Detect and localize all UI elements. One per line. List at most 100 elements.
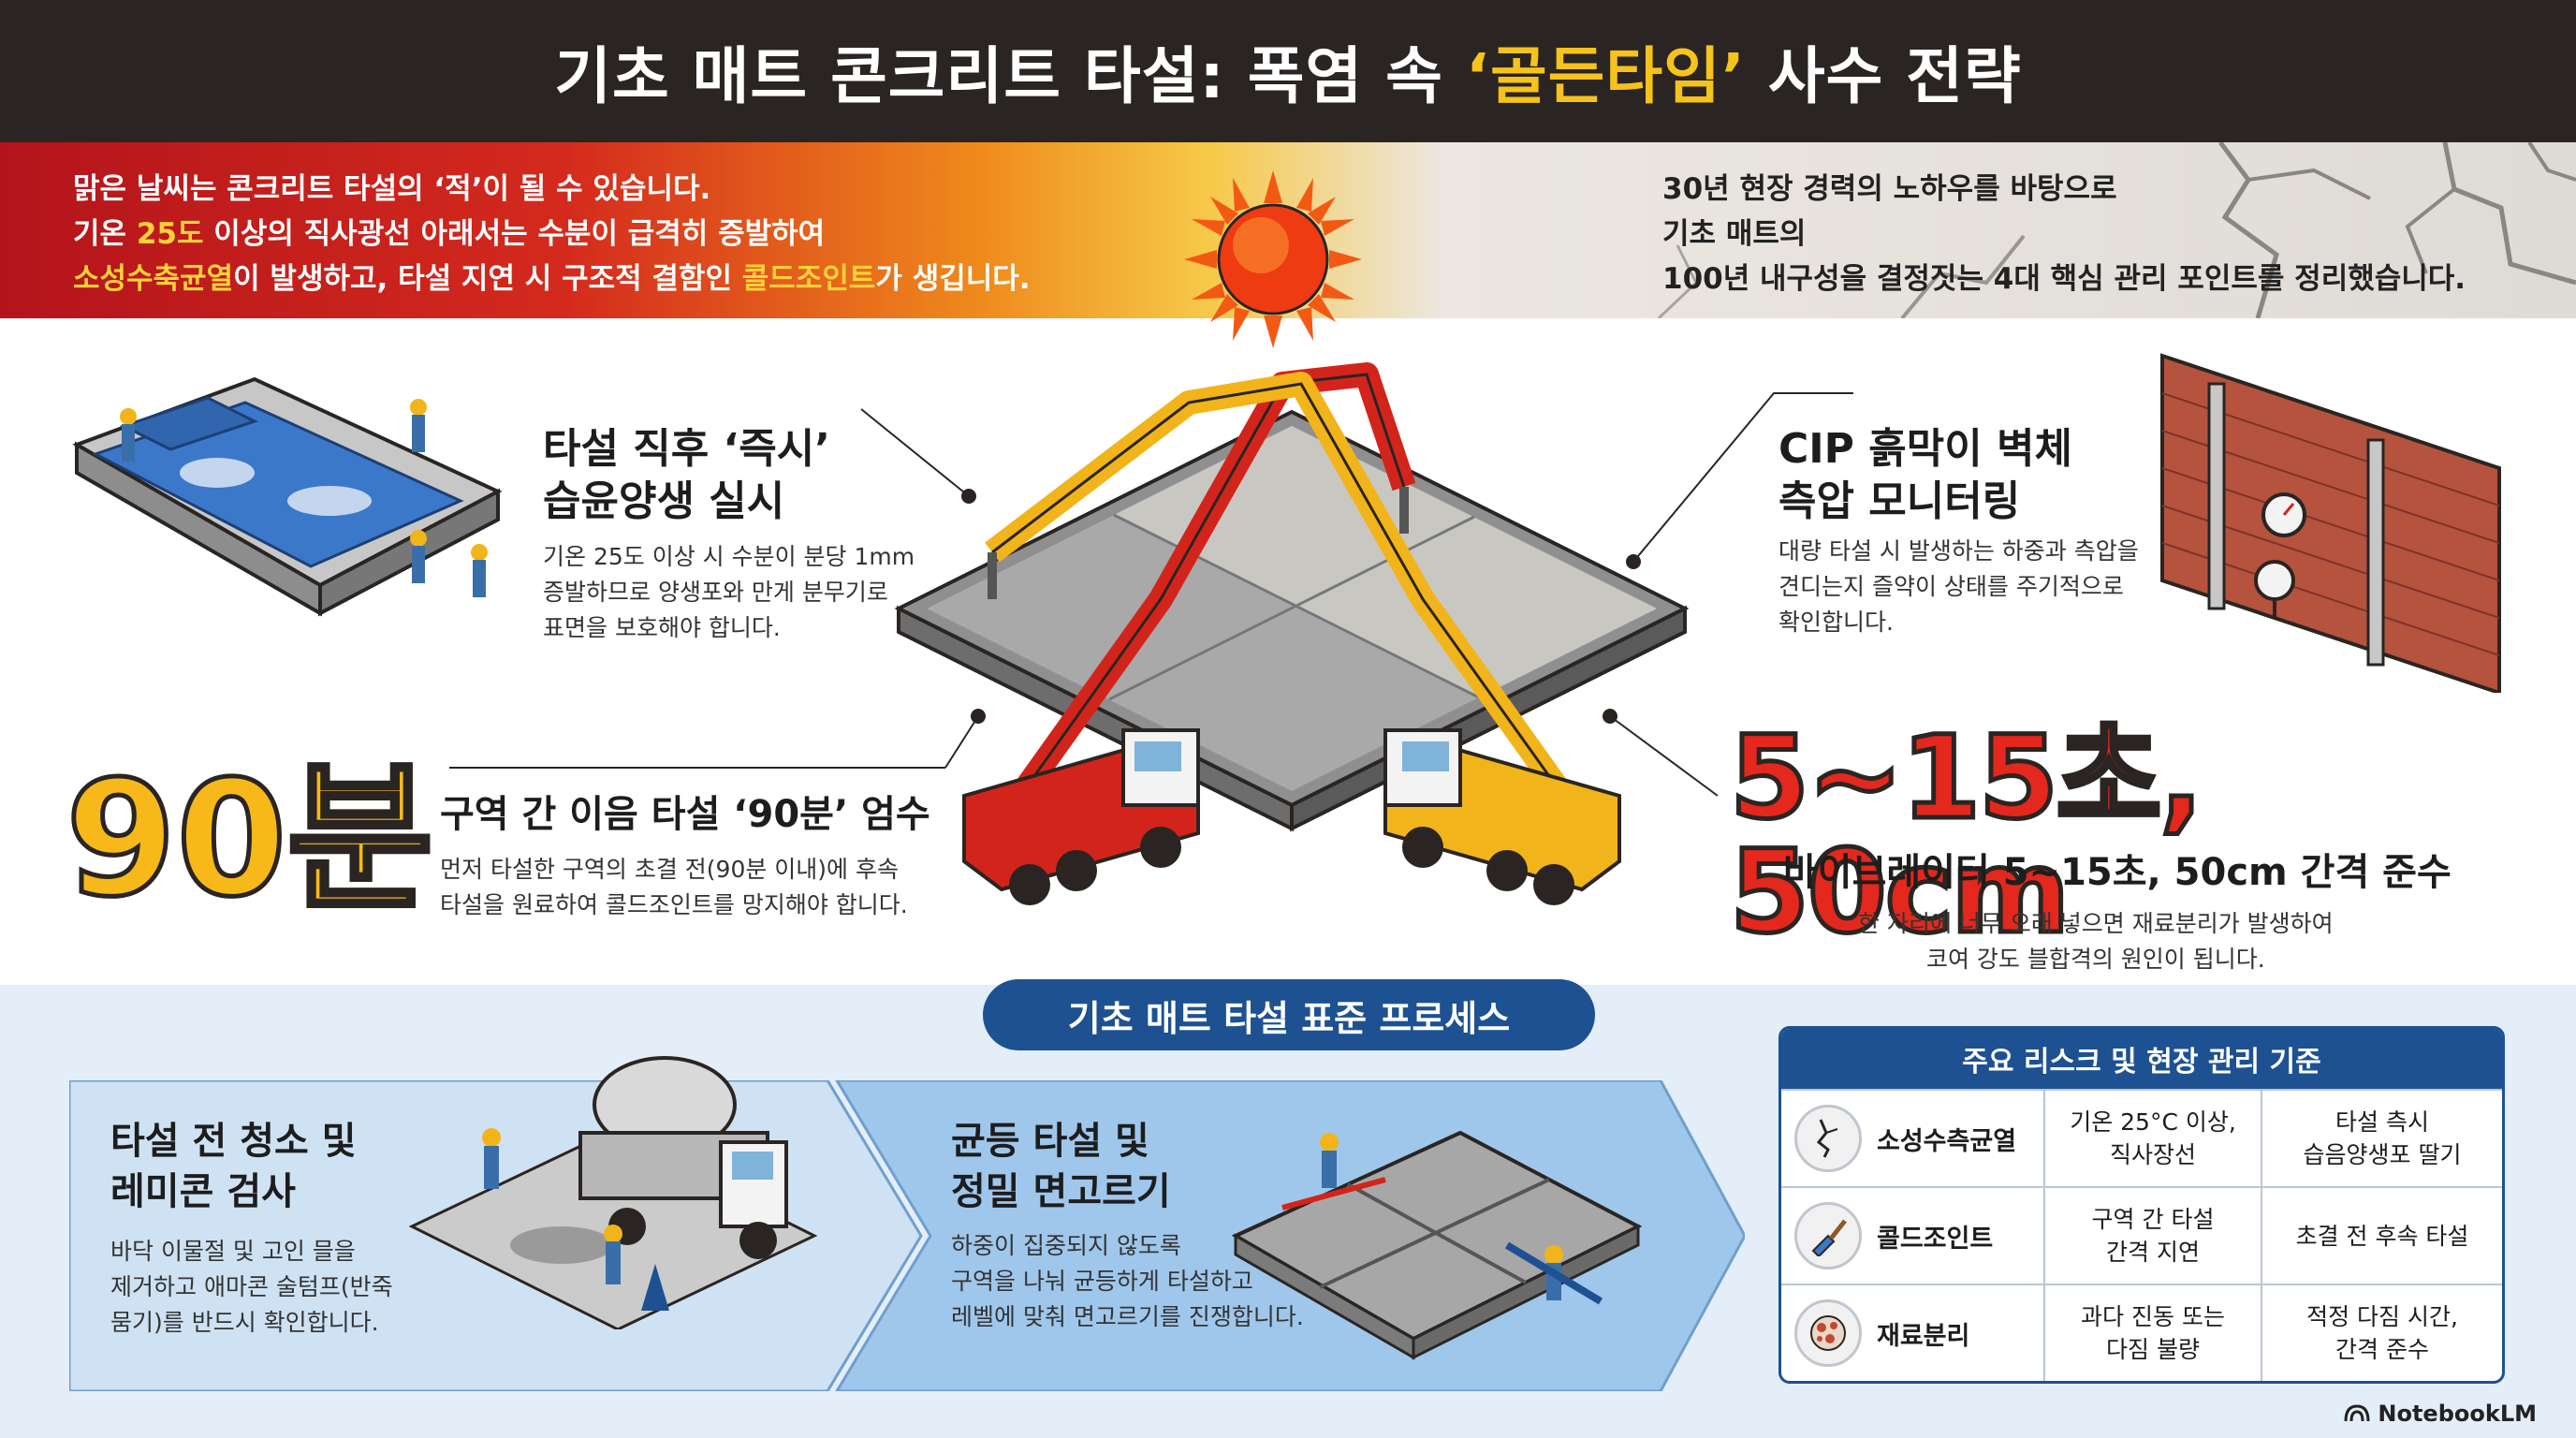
highlight-coldjoint: 콜드조인트 [741,262,876,296]
cell-line: 과다 진동 또는 [2081,1303,2225,1330]
risk-table-title: 주요 리스크 및 현장 관리 기준 [1781,1029,2502,1089]
banner-right-line3: 100년 내구성을 결정짓는 4대 핵심 관리 포인트를 정리했습니다. [1662,262,2466,296]
pump-truck-slab-illustration [894,362,1690,905]
risk-name: 콜드조인트 [1877,1224,1994,1254]
body-line: 한 자리에 너무 오래 넣으면 재료분리가 발생하여 [1858,910,2334,937]
brand-name: NotebookLM [2378,1401,2537,1427]
body-line: 뭄기)를 반드시 확인합니다. [110,1309,379,1336]
body-line: 대량 타설 시 발생하는 하중과 측압을 [1778,537,2139,565]
body-line: 하중이 집중되지 않도록 [951,1232,1181,1259]
body-line: 제거하고 애마콘 술텀프(반죽 [110,1273,393,1300]
continuity-callout-body: 먼저 타설한 구역의 초결 전(90분 이내)에 후속 타설을 원료하여 콜드조… [440,852,908,923]
body-line: 확인합니다. [1778,609,1894,636]
aggregate-icon [1794,1299,1862,1367]
cip-callout-body: 대량 타설 시 발생하는 하중과 측압을 견디는지 즐약이 상태를 주기적으로 … [1778,534,2139,640]
step1-title: 타설 전 청소 및 레미콘 검사 [110,1116,357,1217]
risk-cause-cell: 기온 25°C 이상, 직사장선 [2045,1091,2262,1186]
cell-line: 적정 다짐 시간, [2306,1303,2458,1330]
text-span: 기온 [73,217,137,251]
body-line: 증발하므로 양생포와 만게 분무기로 [543,579,888,606]
vibrator-big-number: 5~15초, 50cm [1728,712,2205,959]
cip-callout-title: CIP 흙막이 벽체 측압 모니터링 [1778,423,2072,528]
title-line: 레미콘 검사 [110,1170,296,1213]
text-span: 가 생깁니다. [875,262,1031,296]
title-text-end: 사수 전략 [1745,40,2022,112]
notebooklm-icon [2344,1404,2370,1422]
risk-action-cell: 적정 다짐 시간, 간격 준수 [2262,1285,2502,1381]
curing-sheet-illustration [72,376,503,617]
step2-title: 균등 타설 및 정밀 면고르기 [951,1116,1171,1217]
cell-line: 구역 간 타설 [2091,1206,2215,1233]
body-line: 견디는지 즐약이 상태를 주기적으로 [1778,573,2124,600]
risk-action-cell: 초결 전 후속 타설 [2262,1188,2502,1284]
risk-name-cell: 재료분리 [1781,1285,2045,1381]
mixer-truck-illustration [408,1056,818,1329]
page-title: 기초 매트 콘크리트 타설: 폭염 속 ‘골든타임’ 사수 전략 [554,26,2022,116]
cell-line: 간격 지연 [2106,1239,2200,1266]
title-accent: ‘골든타임’ [1465,40,1746,112]
banner-left-line1: 맑은 날씨는 콘크리트 타설의 ‘적’이 될 수 있습니다. [73,172,711,206]
vibrator-callout-title: 바이브레이터 5~15초, 50cm 간격 준수 [1783,851,2452,894]
trowel-icon [1794,1202,1862,1269]
highlight-crack: 소성수축균열 [73,262,234,296]
risk-name-cell: 소성수측균열 [1781,1091,2045,1186]
screeding-illustration [1231,1130,1643,1360]
title-line: 습윤양생 실시 [543,477,785,525]
title-line: 타설 직후 ‘즉시’ [543,425,830,473]
cracked-concrete-illustration [1657,142,2576,318]
title-line: 균등 타설 및 [951,1120,1149,1163]
step1-body: 바닥 이물절 및 고인 믈을 제거하고 애마콘 술텀프(반죽 뭄기)를 반드시 … [110,1234,393,1341]
body-line: 표면을 보호해야 합니다. [543,614,781,641]
body-line: 먼저 타설한 구역의 초결 전(90분 이내)에 후속 [440,856,900,883]
continuity-callout-title: 구역 간 이음 타설 ‘90분’ 엄수 [440,793,930,836]
body-line: 구역을 나눠 균등하게 타설하고 [951,1268,1253,1295]
banner-right-line1: 30년 현장 경력의 노하우를 바탕으로 [1662,172,2117,206]
crack-icon [1794,1105,1862,1172]
title-line: 정밀 면고르기 [951,1170,1171,1213]
highlight-25: 25도 [136,217,204,251]
title-line: CIP 흙막이 벽체 [1778,425,2072,473]
risk-name: 소성수측균열 [1877,1126,2017,1156]
cell-line: 타설 측시 [2335,1108,2429,1136]
text-span: 이 발생하고, 타설 지연 시 구조적 결함인 [233,262,742,296]
title-text: 기초 매트 콘크리트 타설: 폭염 속 [554,40,1466,112]
risk-name: 재료분리 [1877,1321,1970,1351]
body-line: 바닥 이물절 및 고인 믈을 [110,1238,356,1265]
process-label: 기초 매트 타설 표준 프로세스 [983,979,1595,1050]
body-line: 타설을 원료하여 콜드조인트를 망지해야 합니다. [440,891,908,918]
banner-left-text: 맑은 날씨는 콘크리트 타설의 ‘적’이 될 수 있습니다. 기온 25도 이상… [73,167,1031,301]
curing-callout-body: 기온 25도 이상 시 수분이 분당 1mm 증발하므로 양생포와 만게 분무기… [543,539,915,646]
cell-line: 다짐 불량 [2106,1336,2200,1363]
leader-lines [449,392,1853,797]
cell-line: 습음양생포 딸기 [2303,1141,2462,1168]
curing-callout-title: 타설 직후 ‘즉시’ 습윤양생 실시 [543,423,830,528]
sun-icon [1184,170,1362,348]
text-span: 이상의 직사광선 아래서는 수분이 급격히 증발하여 [203,217,826,251]
brand-logo: NotebookLM [2344,1401,2537,1427]
cell-line: 간격 준수 [2335,1336,2429,1363]
body-line: 코여 강도 블합격의 원인이 됩니다. [1925,946,2265,973]
risk-table: 주요 리스크 및 현장 관리 기준 소성수측균열 기온 25°C 이상, 직사장선… [1778,1026,2505,1384]
title-bar: 기초 매트 콘크리트 타설: 폭염 속 ‘골든타임’ 사수 전략 [0,0,2576,142]
continuity-big-number: 90분 [64,747,436,932]
body-line: 레벨에 맞춰 면고르기를 진쟁합니다. [951,1303,1304,1330]
cell-line: 초결 전 후속 타설 [2295,1222,2469,1250]
cell-line: 직사장선 [2109,1141,2196,1168]
title-line: 측압 모니터링 [1778,477,2021,525]
banner-left-line3: 소성수축균열이 발생하고, 타설 지연 시 구조적 결함인 콜드조인트가 생깁니… [73,257,1031,301]
banner-right-line2: 기초 매트의 [1662,217,1807,251]
title-line: 타설 전 청소 및 [110,1120,357,1163]
vibrator-callout-body: 한 자리에 너무 오래 넣으면 재료분리가 발생하여 코여 강도 블합격의 원인… [1858,906,2334,977]
risk-name-cell: 콜드조인트 [1781,1188,2045,1284]
cell-line: 기온 25°C 이상, [2070,1108,2236,1136]
banner-left-line2: 기온 25도 이상의 직사광선 아래서는 수분이 급격히 증발하여 [73,212,1031,257]
banner-right-text: 30년 현장 경력의 노하우를 바탕으로 기초 매트의 100년 내구성을 결정… [1662,167,2466,301]
step2-body: 하중이 집중되지 않도록 구역을 나눠 균등하게 타설하고 레벨에 맞춰 면고르… [951,1228,1304,1335]
body-line: 기온 25도 이상 시 수분이 분당 1mm [543,543,915,570]
